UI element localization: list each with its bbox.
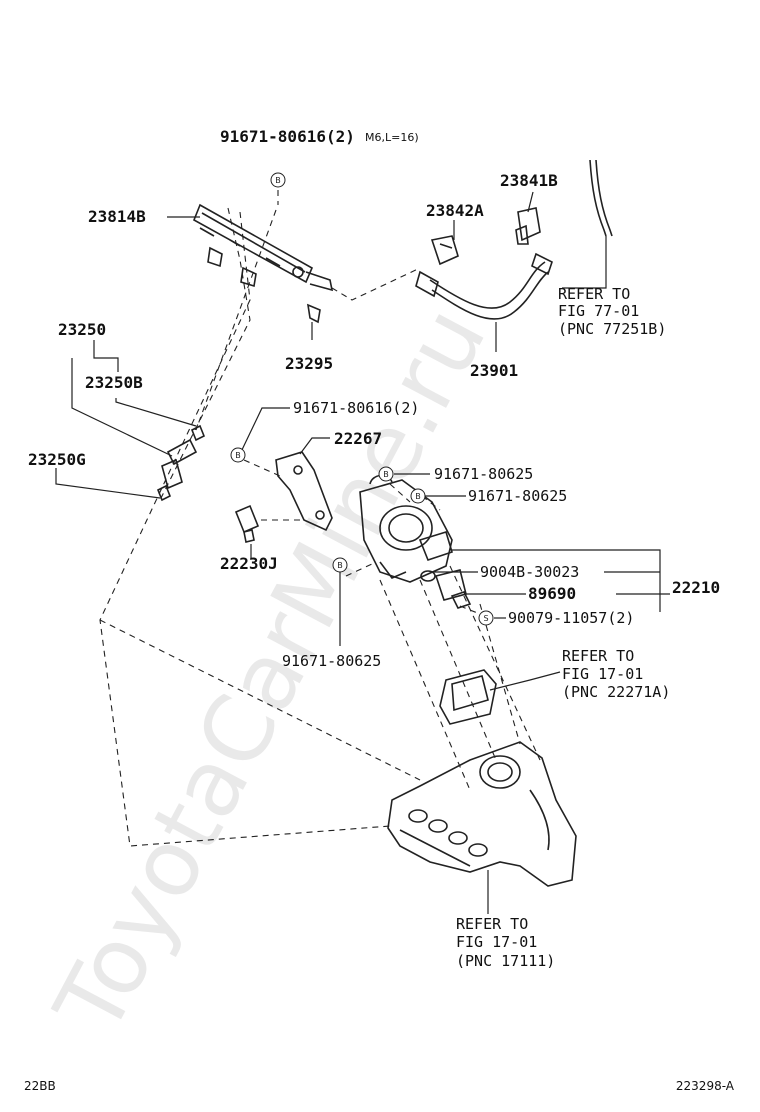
marker-b-icon: B — [230, 447, 246, 463]
label-refer-77-line2: FIG 77-01 — [558, 302, 639, 320]
clip-23295-part — [306, 303, 321, 324]
svg-text:B: B — [415, 492, 421, 501]
clamp-23842a-part — [430, 235, 459, 266]
label-90079-11057: 90079-11057(2) — [508, 609, 634, 627]
label-23841b: 23841B — [500, 171, 558, 190]
svg-text:B: B — [275, 176, 281, 185]
watermark: ToyotaCarMine.ru — [34, 290, 506, 1051]
label-91671-80616-mid: 91671-80616(2) — [293, 399, 419, 417]
injector-part — [156, 424, 206, 502]
label-refer-22271a-line1: REFER TO — [562, 647, 634, 665]
label-23295: 23295 — [285, 354, 333, 373]
marker-b-icon: B — [332, 557, 348, 573]
label-23842a: 23842A — [426, 201, 484, 220]
label-91671-80625-b: 91671-80625 — [468, 487, 567, 505]
vacuum-tube-part — [589, 159, 613, 237]
fuel-rail-part — [192, 203, 334, 292]
label-23250g: 23250G — [28, 450, 86, 469]
label-23250: 23250 — [58, 320, 106, 339]
svg-text:B: B — [383, 470, 389, 479]
footer-left-code: 22BB — [24, 1079, 56, 1093]
leader-lines — [55, 191, 670, 914]
label-89690: 89690 — [528, 584, 576, 603]
label-22230j: 22230J — [220, 554, 278, 573]
marker-s-icon: S — [478, 610, 494, 626]
intake-manifold-part — [387, 741, 577, 887]
label-91671-80625-a: 91671-80625 — [434, 465, 533, 483]
label-refer-77-line3: (PNC 77251B) — [558, 320, 666, 338]
svg-text:B: B — [235, 451, 241, 460]
marker-b-icon: B — [378, 466, 394, 482]
footer-right-code: 223298-A — [676, 1079, 735, 1093]
label-refer-22271a-line2: FIG 17-01 — [562, 665, 643, 683]
label-23901: 23901 — [470, 361, 518, 380]
label-refer-17111-line1: REFER TO — [456, 915, 528, 933]
throttle-body-part — [359, 474, 453, 583]
svg-text:B: B — [337, 561, 343, 570]
svg-text:S: S — [483, 614, 488, 623]
clamp-23841b-part — [515, 207, 541, 245]
label-m6-spec: M6,L=16) — [365, 131, 419, 144]
bracket-22267-part — [275, 451, 333, 532]
tps-sensor-89690-part — [434, 569, 472, 609]
label-91671-80625-c: 91671-80625 — [282, 652, 381, 670]
label-22210: 22210 — [672, 578, 720, 597]
label-refer-77-line1: REFER TO — [558, 285, 630, 303]
gasket-part — [439, 669, 497, 725]
o-ring-9004b-part — [420, 570, 436, 582]
label-refer-22271a-line3: (PNC 22271A) — [562, 683, 670, 701]
sensor-22230j-part — [234, 504, 260, 543]
label-23814b: 23814B — [88, 207, 146, 226]
label-23250b: 23250B — [85, 373, 143, 392]
marker-b-icon: B — [270, 172, 286, 188]
label-refer-17111-line2: FIG 17-01 — [456, 933, 537, 951]
label-22267: 22267 — [334, 429, 382, 448]
fuel-hose-part — [415, 252, 553, 320]
label-91671-80616-top: 91671-80616(2) — [220, 127, 355, 146]
marker-b-icon: B — [410, 488, 426, 504]
label-9004b-30023: 9004B-30023 — [480, 563, 579, 581]
label-refer-17111-line3: (PNC 17111) — [456, 952, 555, 970]
